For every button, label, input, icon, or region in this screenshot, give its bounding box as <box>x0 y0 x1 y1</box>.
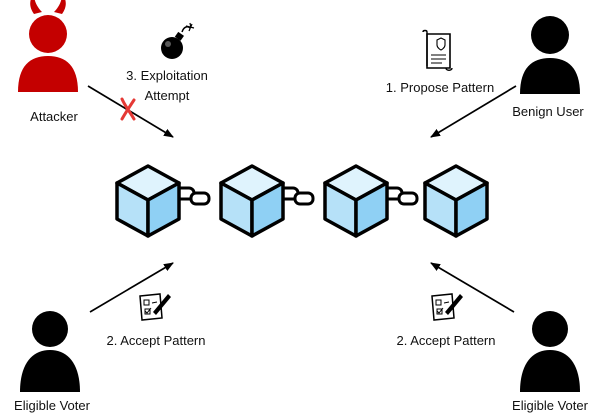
chain-link-2 <box>278 186 315 206</box>
voter-left-icon <box>20 311 80 392</box>
step-accept-left-label: 2. Accept Pattern <box>106 333 205 348</box>
accept-left-arrow <box>89 262 174 313</box>
chain-link-3 <box>382 186 419 206</box>
block-3 <box>323 164 389 238</box>
attacker-icon <box>18 0 78 92</box>
block-2 <box>219 164 285 238</box>
ballot-icon-right <box>431 293 463 321</box>
step-exploit-line2: Attempt <box>145 88 190 103</box>
red-cross-icon <box>120 97 136 121</box>
bomb-icon <box>161 22 195 59</box>
blockchain-icon <box>115 164 489 238</box>
voter-right-icon <box>520 311 580 392</box>
block-4 <box>423 164 489 238</box>
ballot-icon <box>139 293 171 321</box>
chain-link-1 <box>174 186 211 206</box>
propose-arrow <box>430 85 517 138</box>
benign-user-label: Benign User <box>512 104 584 119</box>
voter-right-label: Eligible Voter <box>512 398 589 413</box>
document-certificate-icon <box>422 29 453 71</box>
benign-user-icon <box>520 16 580 94</box>
step-propose-label: 1. Propose Pattern <box>386 80 494 95</box>
block-1 <box>115 164 181 238</box>
step-exploit-line1: 3. Exploitation <box>126 68 208 83</box>
attacker-label: Attacker <box>30 109 78 124</box>
voter-left-label: Eligible Voter <box>14 398 91 413</box>
accept-right-arrow <box>430 262 515 313</box>
step-accept-right-label: 2. Accept Pattern <box>396 333 495 348</box>
